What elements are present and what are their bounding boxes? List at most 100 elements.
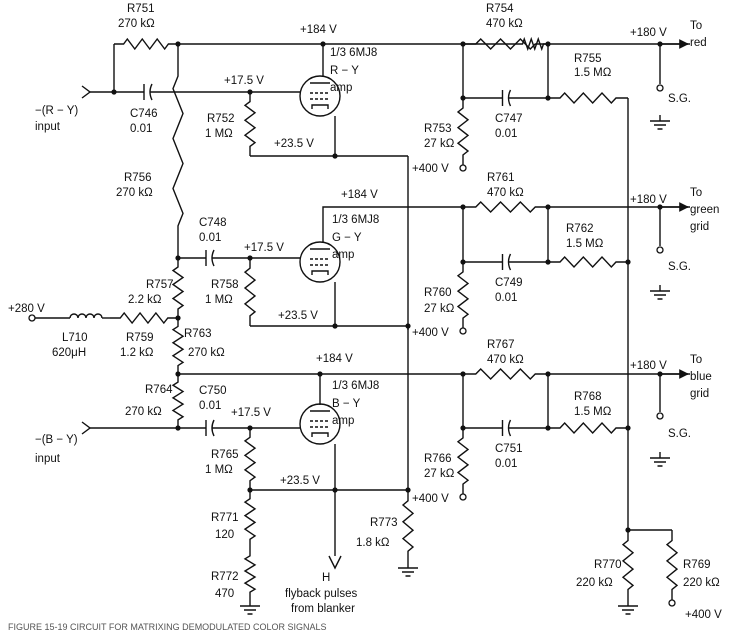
r757-value: 2.2 kΩ [128, 294, 162, 306]
tube-by-name: B − Y [332, 398, 361, 410]
junction-dot [625, 425, 631, 431]
to-blue-3: grid [690, 388, 709, 400]
r752-label: R752 [207, 113, 235, 125]
r770-value: 220 kΩ [576, 577, 613, 589]
r772-label: R772 [211, 571, 239, 583]
sg-blue: S.G. [668, 428, 691, 440]
tube-envelope [299, 75, 341, 117]
resistor-r761 [463, 201, 548, 213]
terminal [668, 599, 676, 607]
r768-label: R768 [574, 391, 602, 403]
junction-dot [332, 487, 338, 493]
junction-dot [657, 41, 663, 47]
wire [322, 206, 463, 243]
r756-value: 270 kΩ [116, 187, 153, 199]
resistor-r755 [548, 91, 628, 105]
input-arrow [81, 85, 92, 99]
figure-caption: FIGURE 15-19 CIRCUIT FOR MATRIXING DEMOD… [8, 622, 327, 632]
r766-label: R766 [424, 453, 452, 465]
c746-value: 0.01 [130, 123, 152, 135]
tube-gy-amp: amp [332, 249, 354, 261]
r760-label: R760 [424, 287, 452, 299]
tube-ry-type: 1/3 6MJ8 [330, 47, 377, 59]
r756-label: R756 [124, 172, 152, 184]
to-green-1: To [690, 187, 702, 199]
terminal [459, 493, 467, 501]
terminal [656, 412, 664, 420]
v180-green: +180 V [630, 194, 667, 206]
junction-dot [460, 41, 466, 47]
v235-by: +23.5 V [280, 475, 320, 487]
junction-dot [657, 204, 663, 210]
v235-gy: +23.5 V [278, 310, 318, 322]
ground-symbol [618, 600, 638, 615]
r759-label: R759 [126, 332, 154, 344]
junction-dot [332, 323, 338, 329]
v180-red: +180 V [630, 27, 667, 39]
resistor-r767 [463, 368, 548, 380]
r762-value: 1.5 MΩ [566, 238, 604, 250]
to-green-3: grid [690, 221, 709, 233]
l710-value: 620μH [52, 347, 86, 359]
to-red-2: red [690, 37, 707, 49]
circuit-wires [35, 39, 690, 556]
tube-ry-amp: amp [330, 82, 352, 94]
junction-dot [460, 204, 466, 210]
resistor-r758 [243, 258, 257, 326]
tube-envelope [299, 403, 341, 445]
tube-ry-name: R − Y [330, 65, 359, 77]
r753-label: R753 [424, 123, 452, 135]
to-blue-1: To [690, 354, 702, 366]
junction-dot [545, 41, 551, 47]
r766-value: 27 kΩ [424, 468, 455, 480]
capacitor-c750 [178, 419, 240, 437]
input-ry-2: input [35, 121, 61, 133]
tube-cathode [311, 270, 329, 275]
tube-by [299, 403, 341, 445]
v280: +280 V [8, 303, 45, 315]
ground-symbol [650, 452, 670, 467]
r760-value: 27 kΩ [424, 303, 455, 315]
junction-dot [317, 371, 323, 377]
circuit-components [28, 36, 679, 615]
v175-ry: +17.5 V [224, 75, 264, 87]
r772-value: 470 [215, 588, 234, 600]
v175-by: +17.5 V [231, 407, 271, 419]
v400-by: +400 V [412, 493, 449, 505]
to-red-1: To [690, 20, 702, 32]
r761-label: R761 [487, 172, 515, 184]
r769-label: R769 [683, 559, 711, 571]
resistor-r771 [243, 490, 257, 548]
r764-label: R764 [145, 384, 173, 396]
r768-value: 1.5 MΩ [574, 406, 612, 418]
capacitor-c751 [463, 419, 548, 437]
resistor-r763 [171, 318, 185, 374]
resistor-r752 [243, 92, 257, 156]
terminal [656, 246, 664, 254]
terminal [656, 84, 664, 92]
flyback-1: flyback pulses [285, 588, 357, 600]
r753-value: 27 kΩ [424, 138, 455, 150]
resistor-r765 [243, 428, 257, 490]
r751-value: 270 kΩ [118, 18, 155, 30]
r763-value: 270 kΩ [188, 347, 225, 359]
tube-by-amp: amp [332, 415, 354, 427]
flyback-2: from blanker [291, 603, 355, 615]
resistor-r764 [171, 374, 185, 428]
junction-dot [657, 371, 663, 377]
v400-ry: +400 V [412, 163, 449, 175]
terminal [459, 164, 467, 172]
r755-label: R755 [574, 53, 602, 65]
c746-label: C746 [130, 108, 158, 120]
ground-symbol [240, 600, 260, 615]
flyback-h: H [322, 572, 330, 584]
v175-gy: +17.5 V [244, 242, 284, 254]
capacitor-c749 [463, 253, 548, 271]
junction-dot [320, 41, 326, 47]
capacitor-c746 [114, 83, 180, 101]
resistor-r770 [621, 530, 635, 600]
resistor-r766 [456, 428, 470, 494]
r771-label: R771 [211, 512, 239, 524]
input-ry-1: −(R − Y) [35, 105, 78, 117]
flyback-input-arrow [328, 555, 342, 570]
